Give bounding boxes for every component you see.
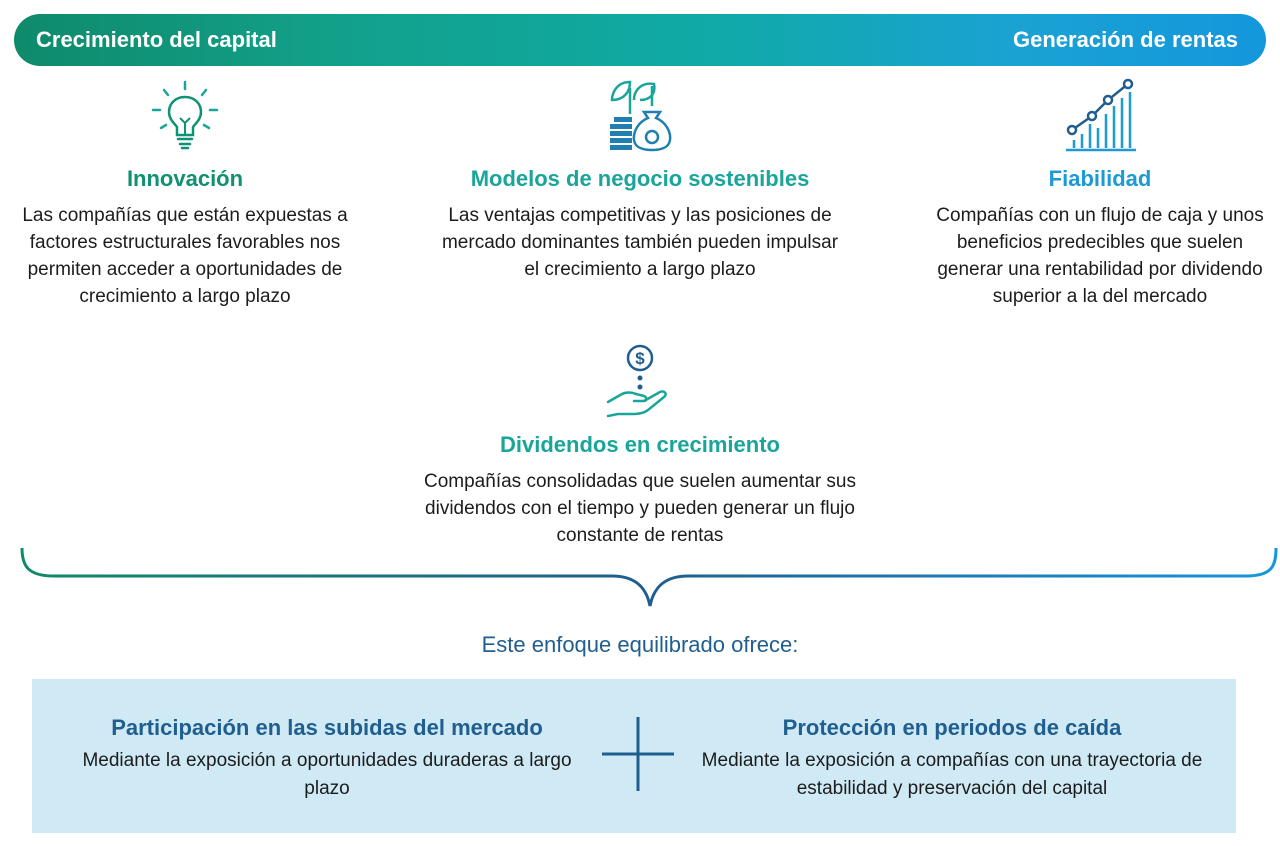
band-right-label: Generación de rentas [1013, 27, 1238, 52]
innovation-title: Innovación [126, 166, 244, 191]
offer-heading: Este enfoque equilibrado ofrece: [481, 632, 799, 657]
growing-dividends-column: Dividendos en crecimiento Compañías cons… [385, 432, 895, 549]
plant-coins-moneybag-icon [610, 80, 672, 152]
band-left-label: Crecimiento del capital [36, 27, 277, 52]
sustainable-models-text: Las ventajas competitivas y las posicion… [441, 205, 839, 280]
coin-hand-icon: $ [606, 344, 667, 418]
growing-dividends-title: Dividendos en crecimiento [500, 432, 780, 457]
reliability-title: Fiabilidad [1048, 166, 1152, 191]
lightbulb-icon [151, 80, 219, 150]
spectrum-band: Crecimiento del capital Generación de re… [14, 14, 1266, 66]
growing-dividends-text: Compañías consolidadas que suelen aument… [424, 471, 856, 546]
upside-title: Participación en las subidas del mercado [111, 715, 543, 740]
innovation-text: Las compañías que están expuestas a fact… [22, 205, 348, 307]
svg-text:$: $ [635, 349, 645, 368]
reliability-column: Fiabilidad Compañías con un flujo de caj… [930, 166, 1270, 310]
reliability-text: Compañías con un flujo de caja y unos be… [936, 205, 1264, 307]
downside-text: Mediante la exposición a compañías con u… [701, 750, 1203, 799]
brace-connector [20, 547, 1278, 607]
benefits-panel: Participación en las subidas del mercado… [32, 679, 1236, 833]
upside-box: Participación en las subidas del mercado… [72, 715, 582, 803]
growth-chart-icon [1066, 78, 1136, 152]
downside-box: Protección en periodos de caída Mediante… [682, 715, 1222, 803]
downside-title: Protección en periodos de caída [782, 715, 1122, 740]
innovation-column: Innovación Las compañías que están expue… [10, 166, 360, 310]
sustainable-models-title: Modelos de negocio sostenibles [470, 166, 810, 191]
plus-icon [602, 717, 674, 791]
upside-text: Mediante la exposición a oportunidades d… [82, 750, 572, 799]
sustainable-models-column: Modelos de negocio sostenibles Las venta… [440, 166, 840, 283]
